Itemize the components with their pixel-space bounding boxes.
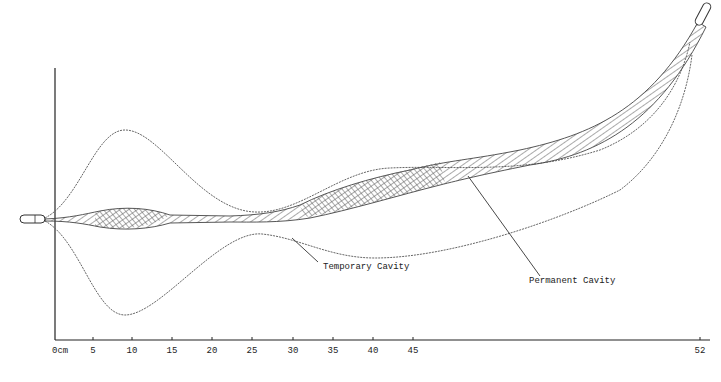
axis-tick-label: 35 xyxy=(327,346,340,357)
axis-ticks xyxy=(93,337,700,340)
leader-line xyxy=(468,176,540,276)
axis-tick-label: 0cm xyxy=(51,346,69,357)
axis-tick-label: 40 xyxy=(367,346,380,357)
axis-tick-label: 52 xyxy=(694,346,707,357)
axis-tick-label: 15 xyxy=(166,346,179,357)
axis-tick-label: 20 xyxy=(206,346,219,357)
axis-tick-label: 5 xyxy=(89,346,96,357)
cavity-label: Permanent Cavity xyxy=(528,276,616,287)
cavity-label: Temporary Cavity xyxy=(322,262,410,273)
axis-tick-label: 25 xyxy=(246,346,259,357)
temporary-cavity-outline xyxy=(45,55,692,315)
axis-tick-label: 45 xyxy=(407,346,420,357)
axis-tick-label: 30 xyxy=(287,346,300,357)
permanent-cavity-track xyxy=(45,22,706,229)
axis-tick-label: 10 xyxy=(126,346,139,357)
vertical-axis xyxy=(54,68,55,340)
bullet xyxy=(35,215,36,223)
permanent-cavity-hatching xyxy=(95,208,168,228)
depth-axis xyxy=(55,339,710,340)
leader-line xyxy=(292,238,318,262)
bullet xyxy=(694,2,712,27)
permanent-cavity-hatching xyxy=(300,162,445,217)
bullet xyxy=(20,215,45,223)
